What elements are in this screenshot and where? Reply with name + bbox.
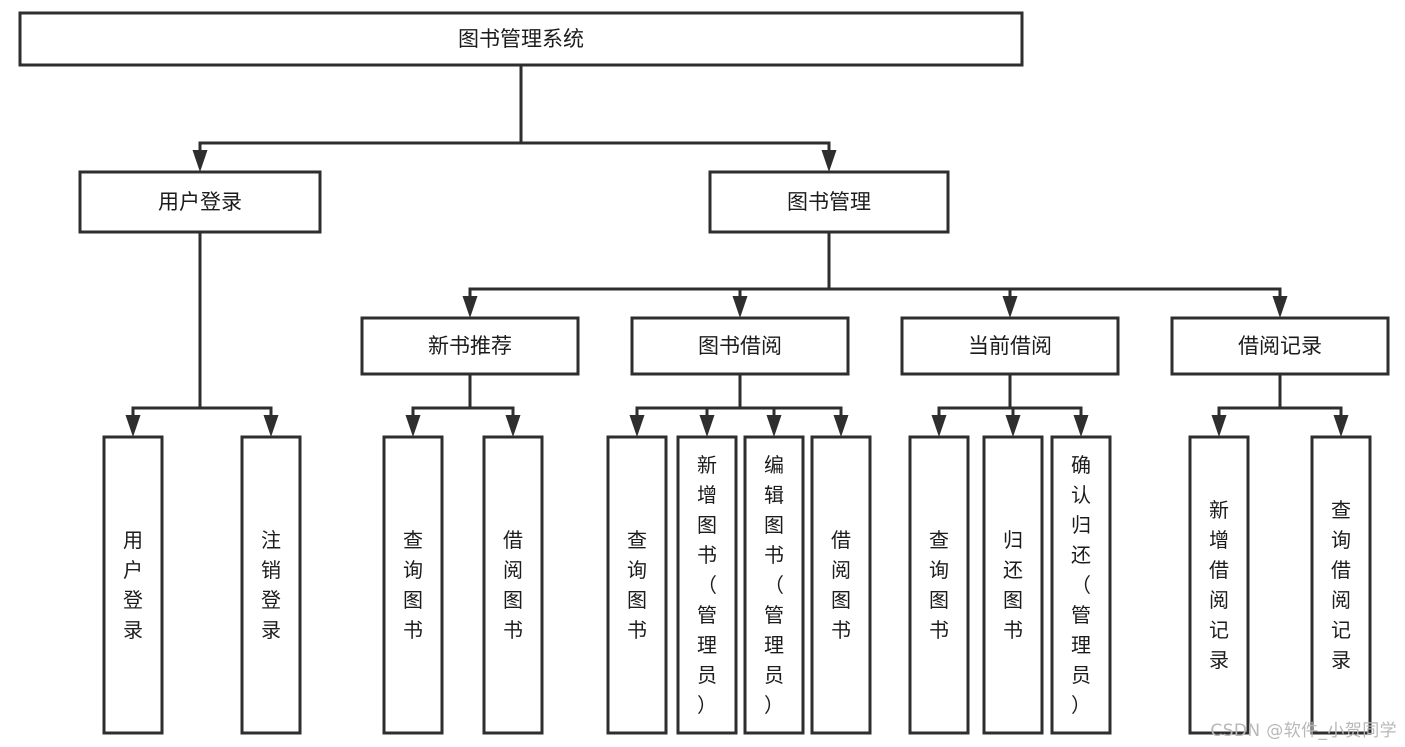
arrow-head-l3_1-2 (766, 415, 782, 437)
arrow-head-l3_0-1 (505, 415, 521, 437)
node-leaf-11[interactable]: 新增借阅记录 (1188, 435, 1250, 735)
node-box-l3-3 (1170, 316, 1390, 376)
node-label-l3-2: 当前借阅 (968, 334, 1052, 358)
node-label-l3-1: 图书借阅 (698, 334, 782, 358)
arrow-head-l2_0-1 (263, 415, 279, 437)
node-l3-1[interactable]: 图书借阅 (630, 316, 850, 376)
node-label-leaf-8: 查询图书 (929, 528, 949, 642)
arrow-head-l2_1-0 (462, 296, 478, 318)
node-box-leaf-3 (482, 435, 544, 735)
arrow-head-l3_0-0 (405, 415, 421, 437)
node-l2-0[interactable]: 用户登录 (78, 170, 322, 234)
node-box-leaf-2 (382, 435, 444, 735)
arrow-head-root-0 (192, 150, 208, 172)
node-l3-2[interactable]: 当前借阅 (900, 316, 1120, 376)
arrow-head-l3_1-3 (833, 415, 849, 437)
node-l3-0[interactable]: 新书推荐 (360, 316, 580, 376)
node-leaf-1[interactable]: 注销登录 (240, 435, 302, 735)
node-leaf-3[interactable]: 借阅图书 (482, 435, 544, 735)
node-box-leaf-9 (982, 435, 1044, 735)
node-label-leaf-4: 查询图书 (627, 528, 647, 642)
node-leaf-4[interactable]: 查询图书 (606, 435, 668, 735)
arrow-head-l3_1-0 (629, 415, 645, 437)
node-label-leaf-5: 新增图书（管理员） (697, 453, 717, 717)
arrow-head-root-1 (821, 150, 837, 172)
node-label-l2-1: 图书管理 (787, 190, 871, 214)
node-root[interactable]: 图书管理系统 (18, 11, 1024, 67)
node-label-l2-0: 用户登录 (158, 190, 242, 214)
node-label-l3-3: 借阅记录 (1238, 334, 1322, 358)
node-box-leaf-12 (1310, 435, 1372, 735)
node-label-leaf-7: 借阅图书 (831, 528, 851, 642)
arrow-head-l2_1-2 (1002, 296, 1018, 318)
arrow-head-l2_1-3 (1272, 296, 1288, 318)
node-leaf-5[interactable]: 新增图书（管理员） (676, 435, 738, 735)
node-box-l3-1 (630, 316, 850, 376)
node-leaf-0[interactable]: 用户登录 (102, 435, 164, 735)
node-box-leaf-7 (810, 435, 872, 735)
node-label-leaf-2: 查询图书 (403, 528, 423, 642)
node-label-leaf-10: 确认归还（管理员） (1071, 453, 1091, 717)
node-leaf-6[interactable]: 编辑图书（管理员） (743, 435, 805, 735)
arrow-head-l3_3-1 (1333, 415, 1349, 437)
node-label-leaf-1: 注销登录 (261, 528, 281, 642)
arrow-head-l2_0-0 (125, 415, 141, 437)
node-l2-1[interactable]: 图书管理 (708, 170, 950, 234)
node-leaf-10[interactable]: 确认归还（管理员） (1050, 435, 1112, 735)
node-leaf-12[interactable]: 查询借阅记录 (1310, 435, 1372, 735)
arrow-head-l3_2-0 (931, 415, 947, 437)
node-label-leaf-11: 新增借阅记录 (1209, 498, 1229, 672)
node-box-root (18, 11, 1024, 67)
edge-layer (125, 63, 1349, 437)
node-box-leaf-8 (908, 435, 970, 735)
node-box-leaf-5 (676, 435, 738, 735)
node-layer: 图书管理系统用户登录图书管理新书推荐图书借阅当前借阅借阅记录用户登录注销登录查询… (18, 11, 1390, 735)
node-leaf-8[interactable]: 查询图书 (908, 435, 970, 735)
arrow-head-l2_1-1 (732, 296, 748, 318)
node-box-leaf-11 (1188, 435, 1250, 735)
node-box-leaf-0 (102, 435, 164, 735)
arrow-head-l3_3-0 (1211, 415, 1227, 437)
node-box-l3-0 (360, 316, 580, 376)
arrow-head-l3_2-2 (1073, 415, 1089, 437)
node-box-leaf-4 (606, 435, 668, 735)
arrow-head-l3_2-1 (1005, 415, 1021, 437)
node-label-leaf-12: 查询借阅记录 (1331, 498, 1351, 672)
node-label-leaf-9: 归还图书 (1003, 528, 1023, 642)
node-label-leaf-3: 借阅图书 (503, 528, 523, 642)
node-label-leaf-6: 编辑图书（管理员） (764, 453, 784, 717)
node-label-root: 图书管理系统 (458, 27, 584, 51)
node-box-leaf-10 (1050, 435, 1112, 735)
node-box-l2-1 (708, 170, 950, 234)
node-l3-3[interactable]: 借阅记录 (1170, 316, 1390, 376)
node-label-leaf-0: 用户登录 (123, 528, 143, 642)
arrow-head-l3_1-1 (699, 415, 715, 437)
node-leaf-7[interactable]: 借阅图书 (810, 435, 872, 735)
node-label-l3-0: 新书推荐 (428, 334, 512, 358)
node-box-l3-2 (900, 316, 1120, 376)
node-leaf-9[interactable]: 归还图书 (982, 435, 1044, 735)
node-box-leaf-6 (743, 435, 805, 735)
node-box-leaf-1 (240, 435, 302, 735)
node-box-l2-0 (78, 170, 322, 234)
node-leaf-2[interactable]: 查询图书 (382, 435, 444, 735)
